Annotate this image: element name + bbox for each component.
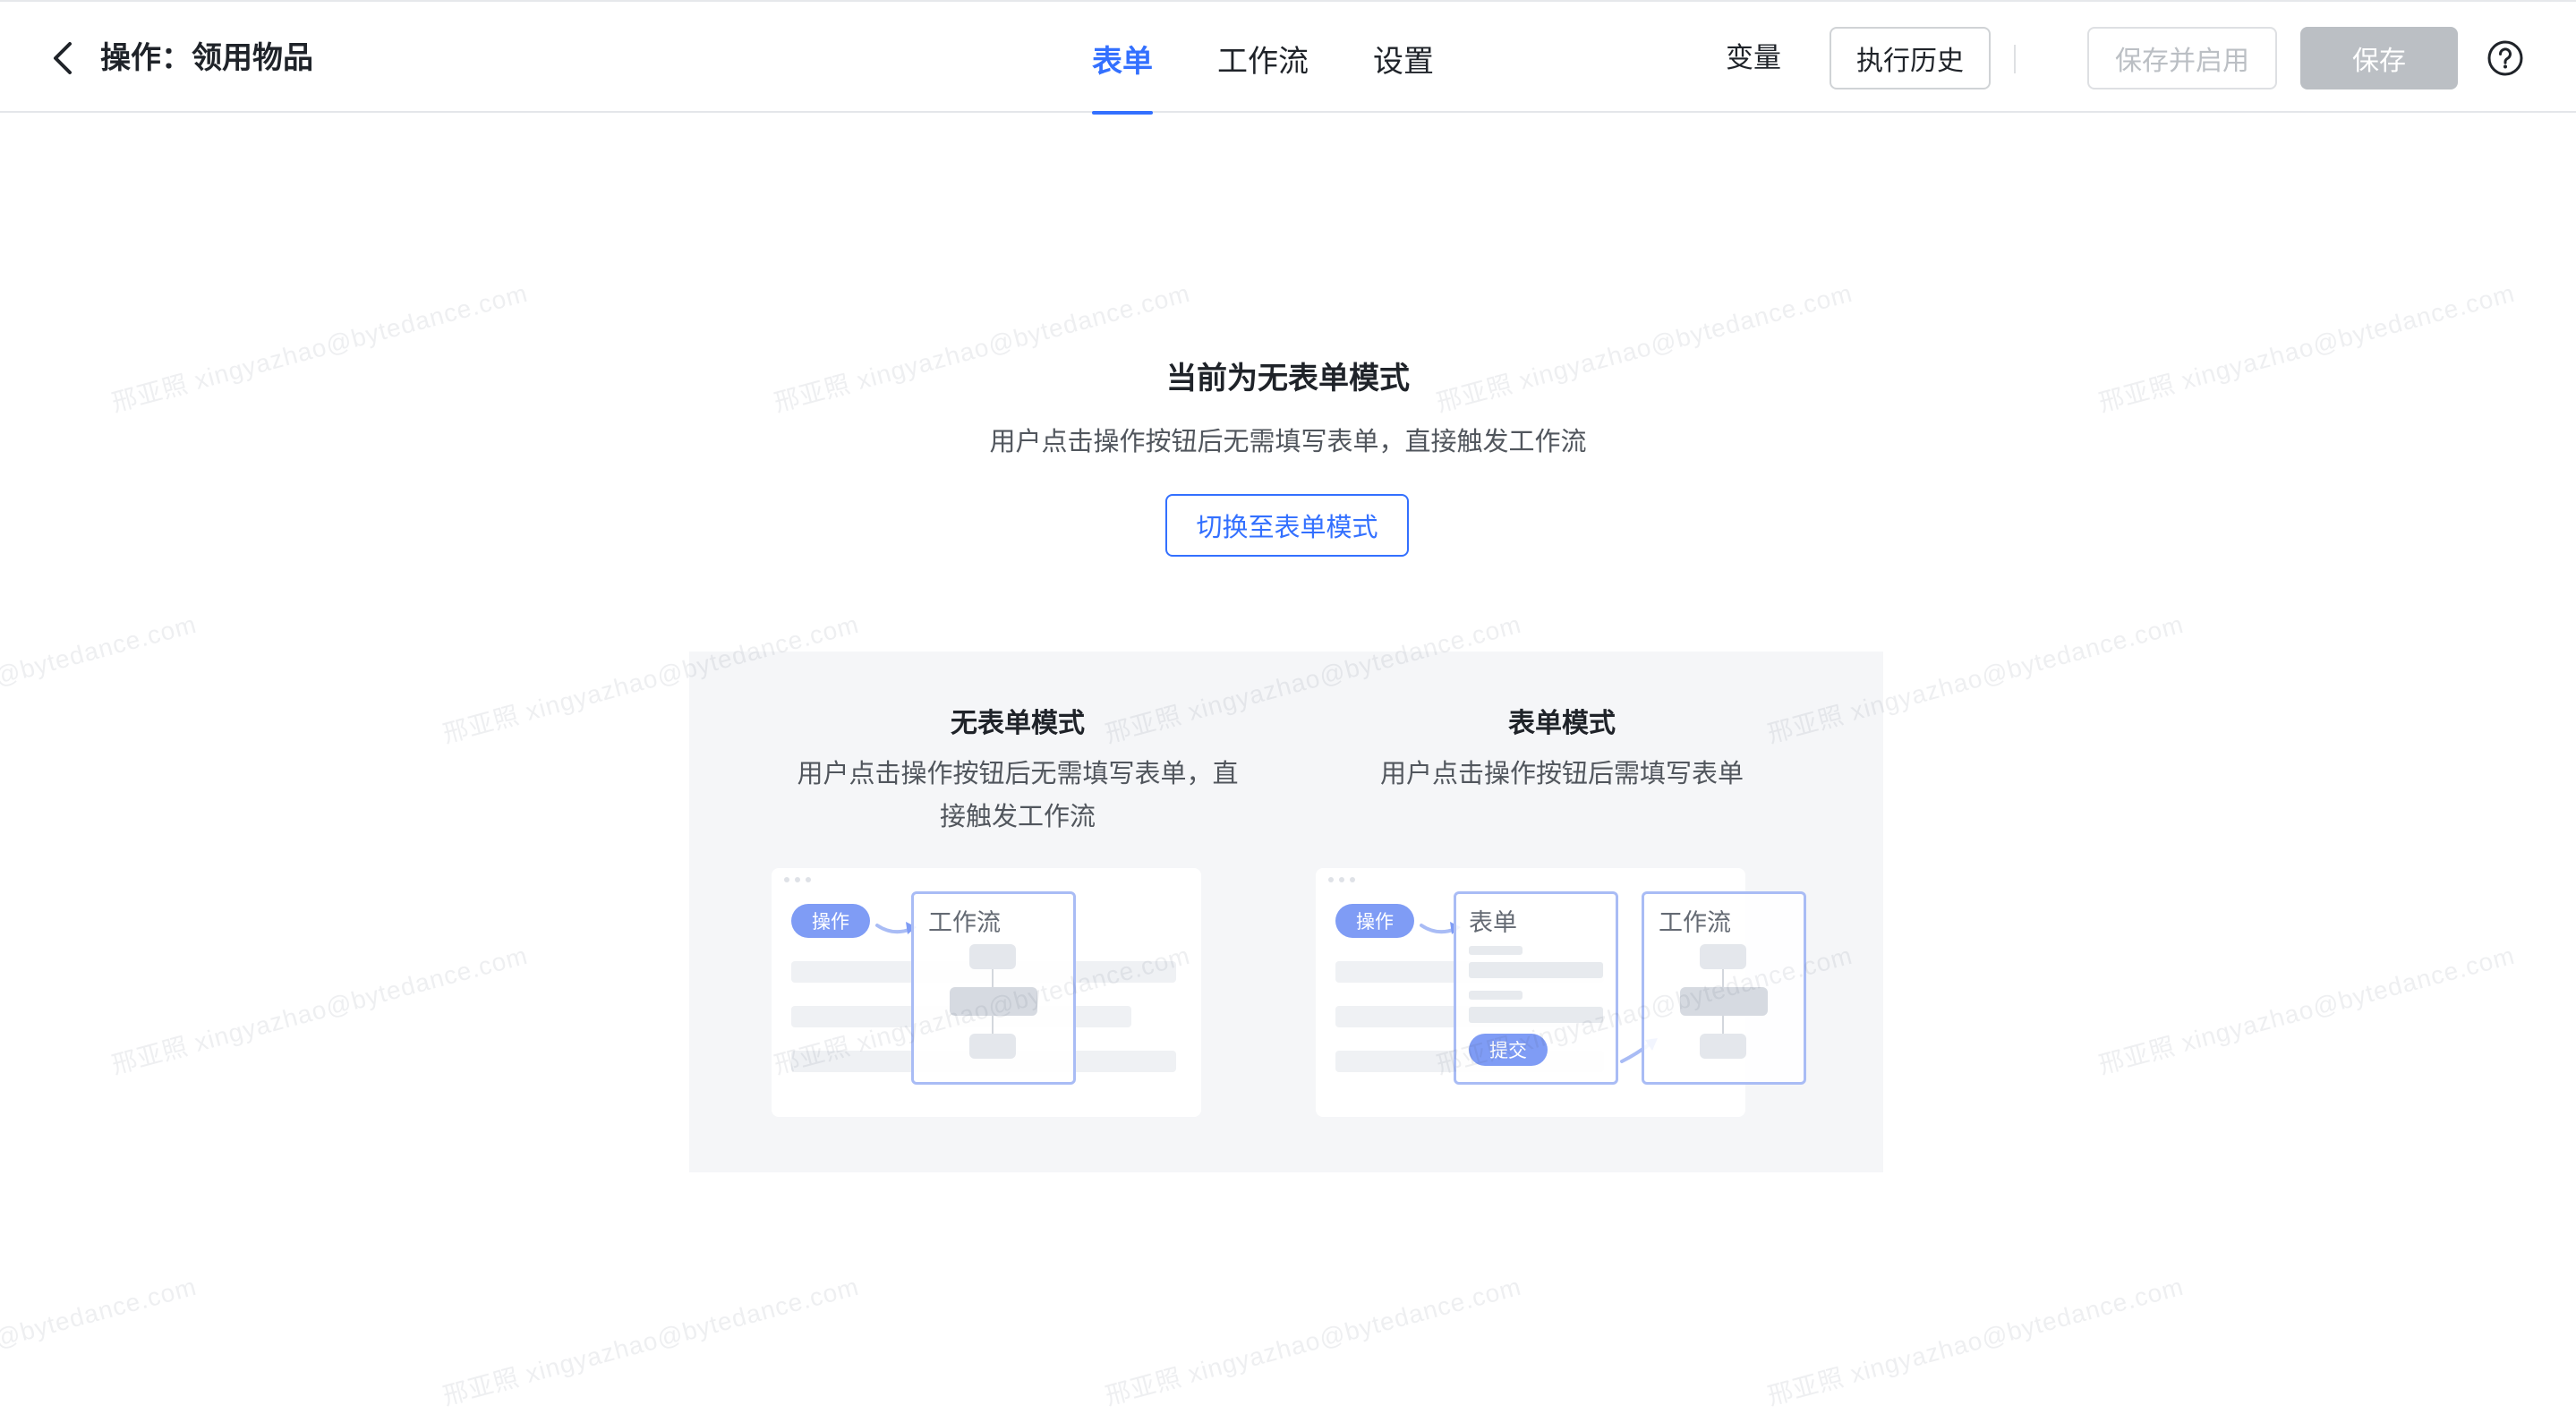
action-pill: 操作: [1335, 904, 1414, 938]
submit-pill: 提交: [1469, 1034, 1548, 1066]
back-button[interactable]: [45, 38, 81, 79]
no-form-mode-description-line1: 用户点击操作按钮后无需填写表单，直: [797, 758, 1239, 788]
watermark-text: 邢亚照 xingyazhao@bytedance.com: [0, 1272, 200, 1410]
no-form-mode-illustration: 操作 工作流: [772, 868, 1201, 1117]
watermark-text: 邢亚照 xingyazhao@bytedance.com: [439, 1272, 862, 1410]
watermark-text: 邢亚照 xingyazhao@bytedance.com: [1764, 1272, 2187, 1410]
flow-node: [1700, 944, 1746, 969]
window-dots: [784, 877, 811, 882]
form-frame: 表单 提交: [1454, 891, 1618, 1085]
tab-settings[interactable]: 设置: [1373, 43, 1434, 80]
tab-form[interactable]: 表单: [1092, 2, 1153, 115]
workflow-frame-label: 工作流: [1659, 909, 1731, 937]
flow-connector: [1722, 969, 1724, 987]
no-form-mode-column: 无表单模式 用户点击操作按钮后无需填写表单，直 接触发工作流: [763, 702, 1273, 838]
no-form-mode-description: 用户点击操作按钮后无需填写表单，直 接触发工作流: [763, 752, 1273, 838]
watermark-text: 邢亚照 xingyazhao@bytedance.com: [108, 941, 531, 1079]
current-mode-description: 用户点击操作按钮后无需填写表单，直接触发工作流: [989, 426, 1587, 456]
form-mode-column: 表单模式 用户点击操作按钮后需填写表单: [1307, 702, 1817, 795]
workflow-frame: 工作流: [911, 891, 1076, 1085]
help-button[interactable]: [2485, 38, 2526, 79]
execution-history-button[interactable]: 执行历史: [1830, 27, 1991, 89]
watermark-text: 邢亚照 xingyazhao@bytedance.com: [2095, 941, 2518, 1079]
save-and-enable-button[interactable]: 保存并启用: [2087, 27, 2277, 89]
flow-node: [969, 1034, 1016, 1059]
form-frame-label: 表单: [1469, 909, 1517, 937]
action-pill: 操作: [791, 904, 870, 938]
variables-link[interactable]: 变量: [1726, 42, 1781, 74]
flow-connector: [992, 969, 994, 987]
no-form-mode-title: 无表单模式: [951, 708, 1085, 739]
form-mode-description: 用户点击操作按钮后需填写表单: [1379, 758, 1744, 788]
flow-node: [1700, 1034, 1746, 1059]
tab-bar: 表单 工作流 设置: [1092, 2, 1498, 115]
flow-connector: [1722, 1016, 1724, 1034]
mode-comparison-panel: 无表单模式 用户点击操作按钮后无需填写表单，直 接触发工作流 表单模式 用户点击…: [689, 652, 1883, 1172]
header-divider: [2014, 45, 2016, 73]
form-field-line: [1469, 962, 1603, 978]
flow-node: [969, 944, 1016, 969]
watermark-text: 邢亚照 xingyazhao@bytedance.com: [0, 609, 200, 748]
form-field-line: [1469, 946, 1523, 955]
form-mode-title: 表单模式: [1508, 708, 1616, 739]
tab-workflow[interactable]: 工作流: [1217, 43, 1309, 80]
chevron-left-icon: [54, 42, 72, 74]
page-title: 操作：领用物品: [100, 40, 313, 76]
save-button[interactable]: 保存: [2300, 27, 2458, 89]
question-circle-icon: [2487, 40, 2523, 76]
switch-to-form-mode-button[interactable]: 切换至表单模式: [1165, 494, 1409, 557]
form-field-line: [1469, 991, 1523, 1000]
form-field-line: [1469, 1007, 1603, 1023]
workflow-frame-label: 工作流: [928, 909, 1001, 937]
flow-connector: [992, 1016, 994, 1034]
window-dots: [1328, 877, 1355, 882]
no-form-mode-description-line2: 接触发工作流: [939, 801, 1096, 831]
flow-node: [950, 987, 1037, 1016]
current-mode-title: 当前为无表单模式: [1166, 361, 1410, 396]
workflow-frame: 工作流: [1642, 891, 1806, 1085]
flow-node: [1680, 987, 1768, 1016]
top-bar: 操作：领用物品 表单 工作流 设置 变量 执行历史 保存并启用 保存: [0, 0, 2576, 115]
form-mode-illustration: 操作 表单 提交 工作流: [1316, 868, 1806, 1117]
watermark-text: 邢亚照 xingyazhao@bytedance.com: [1102, 1272, 1524, 1410]
